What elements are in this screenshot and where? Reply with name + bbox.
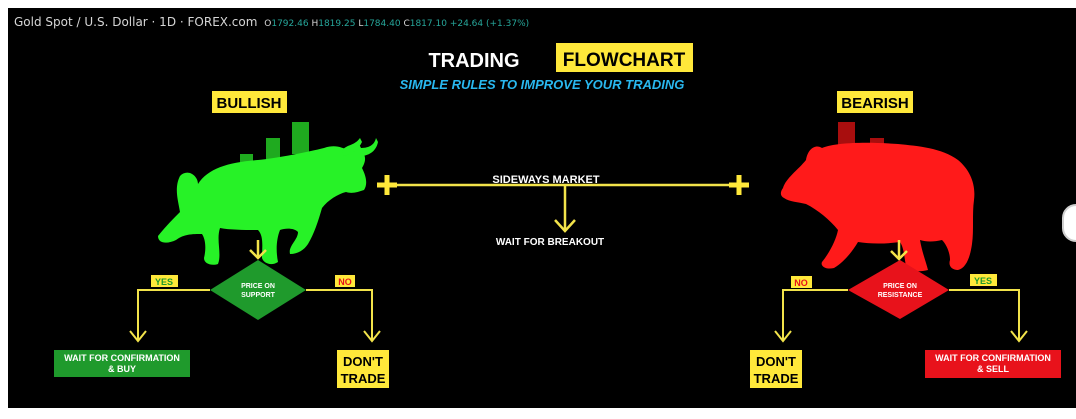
down-arrow-icon [249,240,267,260]
bull-decision-diamond [210,260,306,320]
sideways-connector [377,175,749,195]
bear-no-tag [791,276,812,288]
bear-yes-label: YES [974,276,992,286]
bear-decision-line2: RESISTANCE [878,292,923,299]
bull-buy-line1: WAIT FOR CONFIRMATION [64,353,180,363]
down-arrow-icon [554,185,576,233]
high-value: 1819.25 [318,19,356,29]
bull-yes-label: YES [155,277,173,287]
bear-sell-line1: WAIT FOR CONFIRMATION [935,353,1051,363]
bearish-label: BEARISH [841,95,909,112]
bull-yes-connector [129,289,210,343]
low-value: 1784.40 [363,19,401,29]
bull-decision-line1: PRICE ON [241,283,275,290]
bull-no-tag [335,275,355,287]
bull-decision-line2: SUPPORT [241,292,276,299]
bull-yes-tag [151,275,178,287]
bear-dont-trade-line2: TRADE [754,371,799,386]
bear-no-connector [774,289,848,343]
title-highlight-box [556,43,693,72]
sideways-label: SIDEWAYS MARKET [492,174,599,186]
bullish-label: BULLISH [217,95,282,112]
bottom-margin [0,408,1076,419]
bear-decision-line1: PRICE ON [883,283,917,290]
bear-decision-diamond [848,260,949,319]
change-value: +24.64 (+1.37%) [449,19,530,29]
bull-dont-trade-line1: DON'T [343,354,383,369]
title-flowchart: FLOWCHART [563,50,686,71]
bullish-label-box [212,91,287,113]
open-value: 1792.46 [271,19,309,29]
chart-canvas: Gold Spot / U.S. Dollar · 1D · FOREX.com… [8,8,1076,408]
bear-dont-trade-line1: DON'T [756,354,796,369]
wait-breakout-text: WAIT FOR BREAKOUT [496,237,604,248]
bear-no-label: NO [794,278,808,288]
bear-icon [780,122,975,272]
bull-buy-box [54,350,190,377]
trading-flowchart: TRADING FLOWCHART SIMPLE RULES TO IMPROV… [54,43,1061,388]
down-arrow-icon [890,240,908,261]
bear-yes-tag [970,274,997,286]
bear-sell-box [925,350,1061,378]
bull-buy-line2: & BUY [108,364,136,374]
close-value: 1817.10 [409,19,447,29]
bull-dont-trade-box [337,350,389,388]
bear-yes-connector [949,289,1028,343]
title-trading: TRADING [428,50,519,72]
subtitle: SIMPLE RULES TO IMPROVE YOUR TRADING [400,77,685,92]
bearish-label-box [837,91,913,113]
symbol-title[interactable]: Gold Spot / U.S. Dollar · 1D · FOREX.com [14,15,258,29]
side-panel-handle[interactable] [1062,204,1076,242]
bull-icon [158,122,378,265]
bull-no-connector [306,289,381,343]
bull-no-label: NO [338,277,352,287]
bull-dont-trade-line2: TRADE [341,371,386,386]
chart-legend[interactable]: Gold Spot / U.S. Dollar · 1D · FOREX.com… [14,15,529,29]
bear-sell-line2: & SELL [977,364,1010,374]
bear-dont-trade-box [750,350,802,388]
ohlc-values: O1792.46 H1819.25 L1784.40 C1817.10 +24.… [264,19,530,29]
